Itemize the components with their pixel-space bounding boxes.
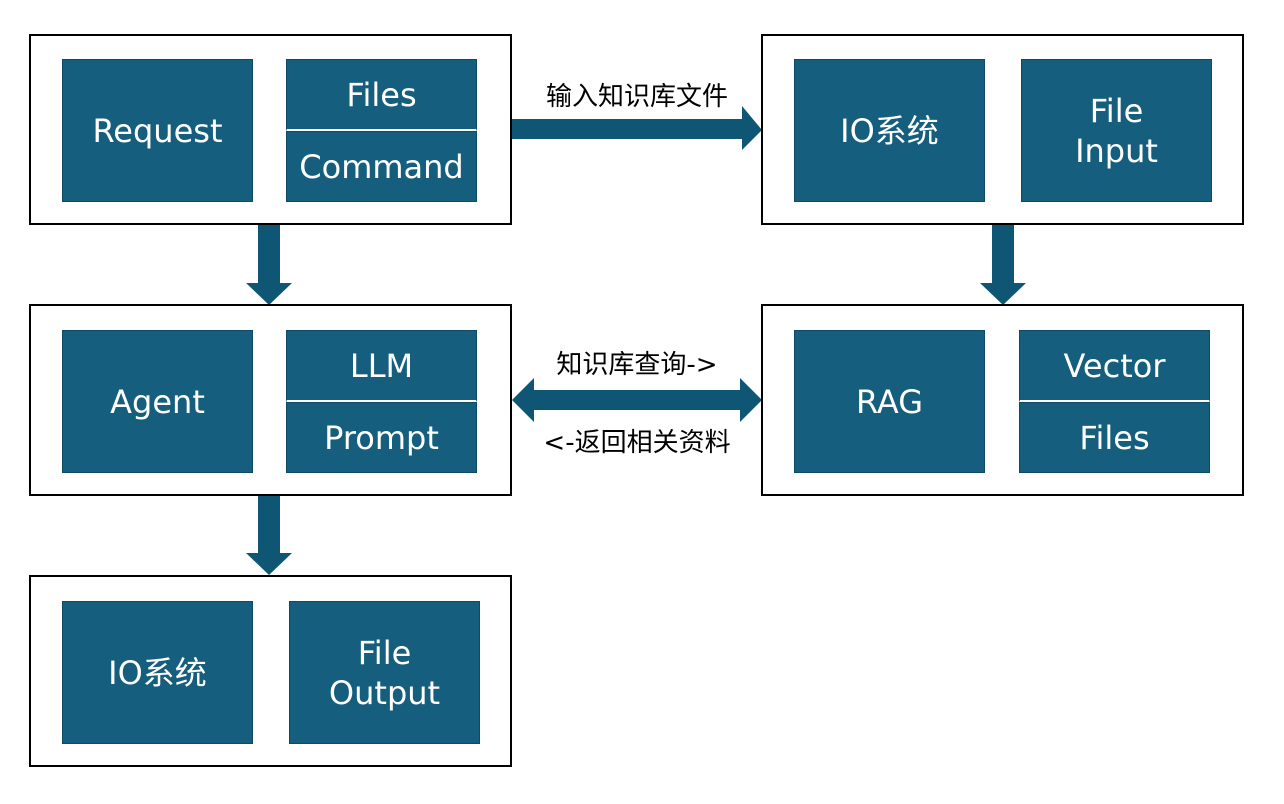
label-return: <-返回相关资料 — [543, 428, 731, 458]
arrow-request-to-io — [512, 106, 762, 150]
arrow-agent-rag-bidirectional — [512, 378, 762, 422]
rag-block: RAG — [794, 330, 985, 473]
file-output-block: File Output — [289, 601, 480, 744]
label-query: 知识库查询-> — [556, 350, 718, 380]
io-system-block: IO系统 — [794, 59, 985, 202]
agent-block: Agent — [62, 330, 253, 473]
command-block: Command — [286, 131, 477, 202]
vector-block: Vector — [1019, 330, 1210, 402]
rag-files-block: Files — [1019, 402, 1210, 473]
agent-group: Agent LLM Prompt — [29, 304, 512, 496]
llm-block: LLM — [286, 330, 477, 402]
arrow-agent-to-output — [246, 496, 292, 575]
arrow-request-to-agent — [246, 225, 292, 305]
prompt-block: Prompt — [286, 402, 477, 473]
files-block: Files — [286, 59, 477, 131]
io-output-group: IO系统 File Output — [29, 575, 512, 767]
io-system-output-block: IO系统 — [62, 601, 253, 744]
label-input-files: 输入知识库文件 — [545, 82, 728, 112]
io-input-group: IO系统 File Input — [761, 34, 1244, 225]
request-group: Request Files Command — [29, 34, 512, 225]
rag-group: RAG Vector Files — [761, 304, 1244, 496]
arrow-io-to-rag — [980, 225, 1026, 305]
request-block: Request — [62, 59, 253, 202]
file-input-block: File Input — [1021, 59, 1212, 202]
